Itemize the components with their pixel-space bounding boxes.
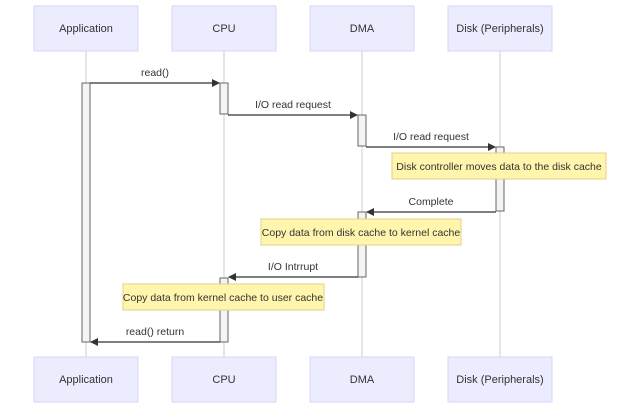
notes: Disk controller moves data to the disk c… [122,152,607,311]
actor-cpu-top: CPU [171,5,277,52]
note-copy-to-user: Copy data from kernel cache to user cach… [122,283,325,311]
actor-label: DMA [350,23,375,35]
actor-label: CPU [212,23,235,35]
note-label: Copy data from kernel cache to user cach… [123,292,323,304]
actor-dma-bottom: DMA [309,356,415,403]
actor-label: Application [59,374,113,386]
message-io-interrupt: I/O Intrrupt [228,261,358,281]
message-io-read-request-disk: I/O read request [366,131,496,151]
actor-label: DMA [350,374,375,386]
actor-application-bottom: Application [33,356,139,403]
activation-application [81,82,91,343]
actor-label: Application [59,23,113,35]
actor-disk-bottom: Disk (Peripherals) [447,356,553,403]
message-label: read() return [126,326,185,338]
message-label: I/O read request [393,131,469,143]
actors-bottom: Application CPU DMA Disk (Peripherals) [33,356,553,403]
actor-label: Disk (Peripherals) [456,374,543,386]
actor-disk-top: Disk (Peripherals) [447,5,553,52]
message-label: read() [141,67,169,79]
note-label: Copy data from disk cache to kernel cach… [262,227,461,239]
message-complete: Complete [366,196,496,216]
actor-cpu-bottom: CPU [171,356,277,403]
actor-label: Disk (Peripherals) [456,23,543,35]
note-disk-controller: Disk controller moves data to the disk c… [391,152,607,180]
message-io-read-request-dma: I/O read request [228,99,358,119]
actor-label: CPU [212,374,235,386]
activation-cpu-1 [219,82,229,115]
message-read-return: read() return [90,326,220,346]
note-copy-to-kernel: Copy data from disk cache to kernel cach… [260,218,462,246]
actors-top: Application CPU DMA Disk (Peripherals) [33,5,553,52]
message-read: read() [90,67,220,87]
message-label: I/O Intrrupt [268,261,318,273]
actor-application-top: Application [33,5,139,52]
messages: read() I/O read request I/O read request… [90,67,496,346]
activation-dma-1 [357,114,367,147]
message-label: I/O read request [255,99,331,111]
message-label: Complete [409,196,454,208]
actor-dma-top: DMA [309,5,415,52]
note-label: Disk controller moves data to the disk c… [396,161,602,173]
